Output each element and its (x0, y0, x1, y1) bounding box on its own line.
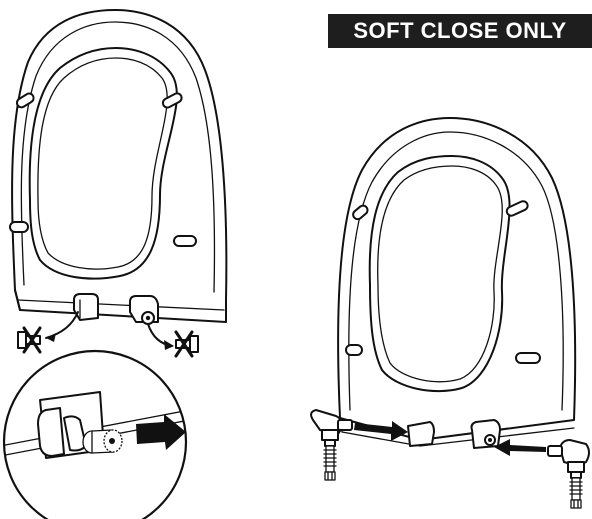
insert-arrow-right-icon (494, 439, 546, 456)
soft-close-hinge-left-icon (310, 409, 353, 481)
insert-arrow-left-icon (354, 421, 408, 441)
soft-close-hinge-right-icon (547, 439, 590, 509)
soft-close-only-banner: SOFT CLOSE ONLY (328, 14, 592, 48)
left-toilet-seat-icon (9, 9, 228, 350)
right-toilet-seat-icon (337, 117, 577, 449)
release-arrow-icon (136, 414, 186, 450)
magnifier-circle-icon (2, 349, 188, 519)
crossed-out-hinge-icon (17, 326, 199, 358)
